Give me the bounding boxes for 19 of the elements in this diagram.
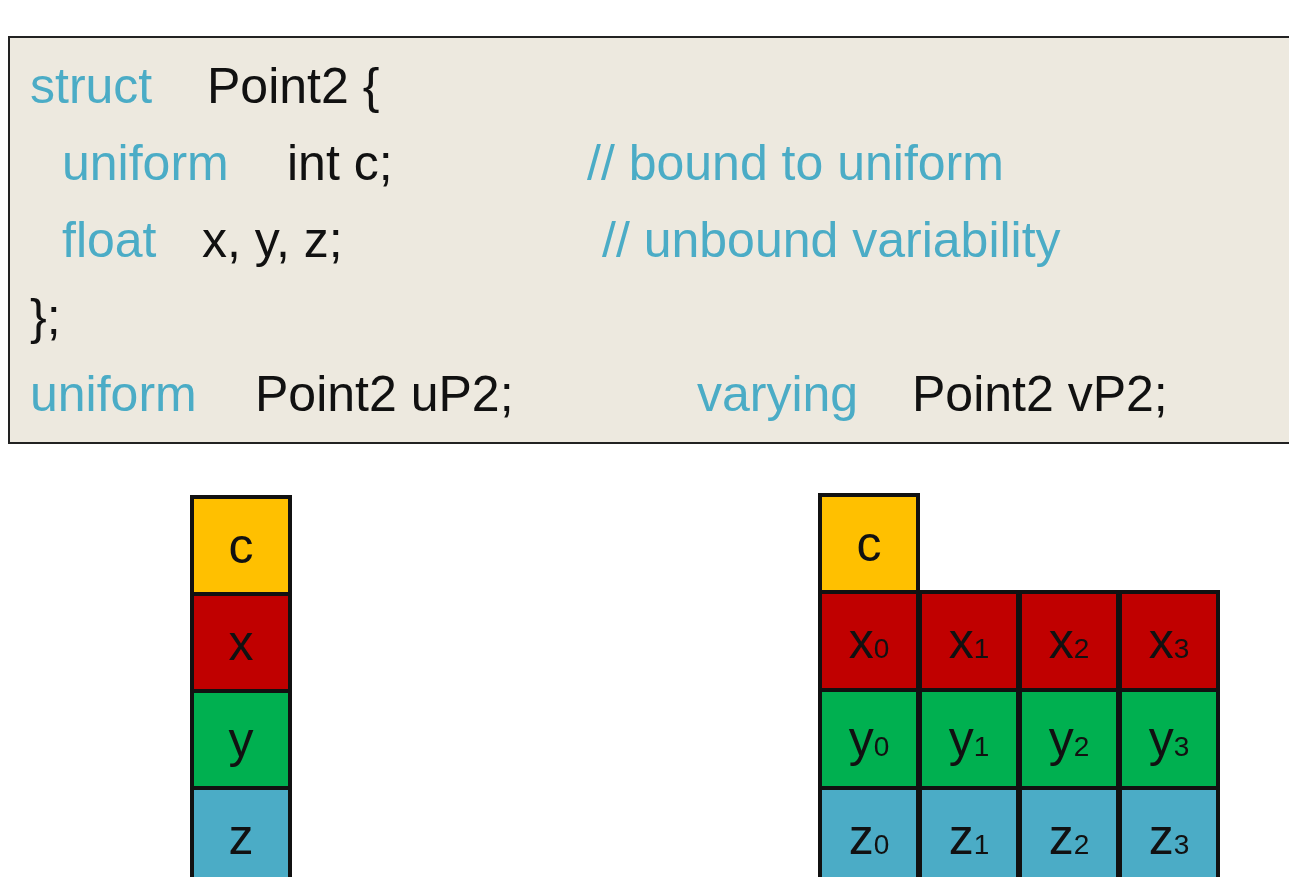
cell-label: x [228,613,254,672]
code-keyword: float [62,211,157,270]
code-text: Point2 vP2; [912,365,1168,424]
code-comment: // unbound variability [602,211,1061,270]
code-panel [8,36,1289,444]
cell-label: y [228,710,254,769]
code-keyword: struct [30,57,153,116]
code-text: Point2 uP2; [255,365,514,424]
cell-label: c [856,514,882,573]
code-keyword: varying [697,365,859,424]
code-keyword: uniform [30,365,197,424]
cell-label: z [228,807,254,866]
code-text: }; [30,288,61,347]
code-comment: // bound to uniform [587,134,1004,193]
code-text: Point2 { [207,57,380,116]
code-text: x, y, z; [202,211,343,270]
cell-label: c [228,516,254,575]
code-text: int c; [287,134,393,193]
code-keyword: uniform [62,134,229,193]
